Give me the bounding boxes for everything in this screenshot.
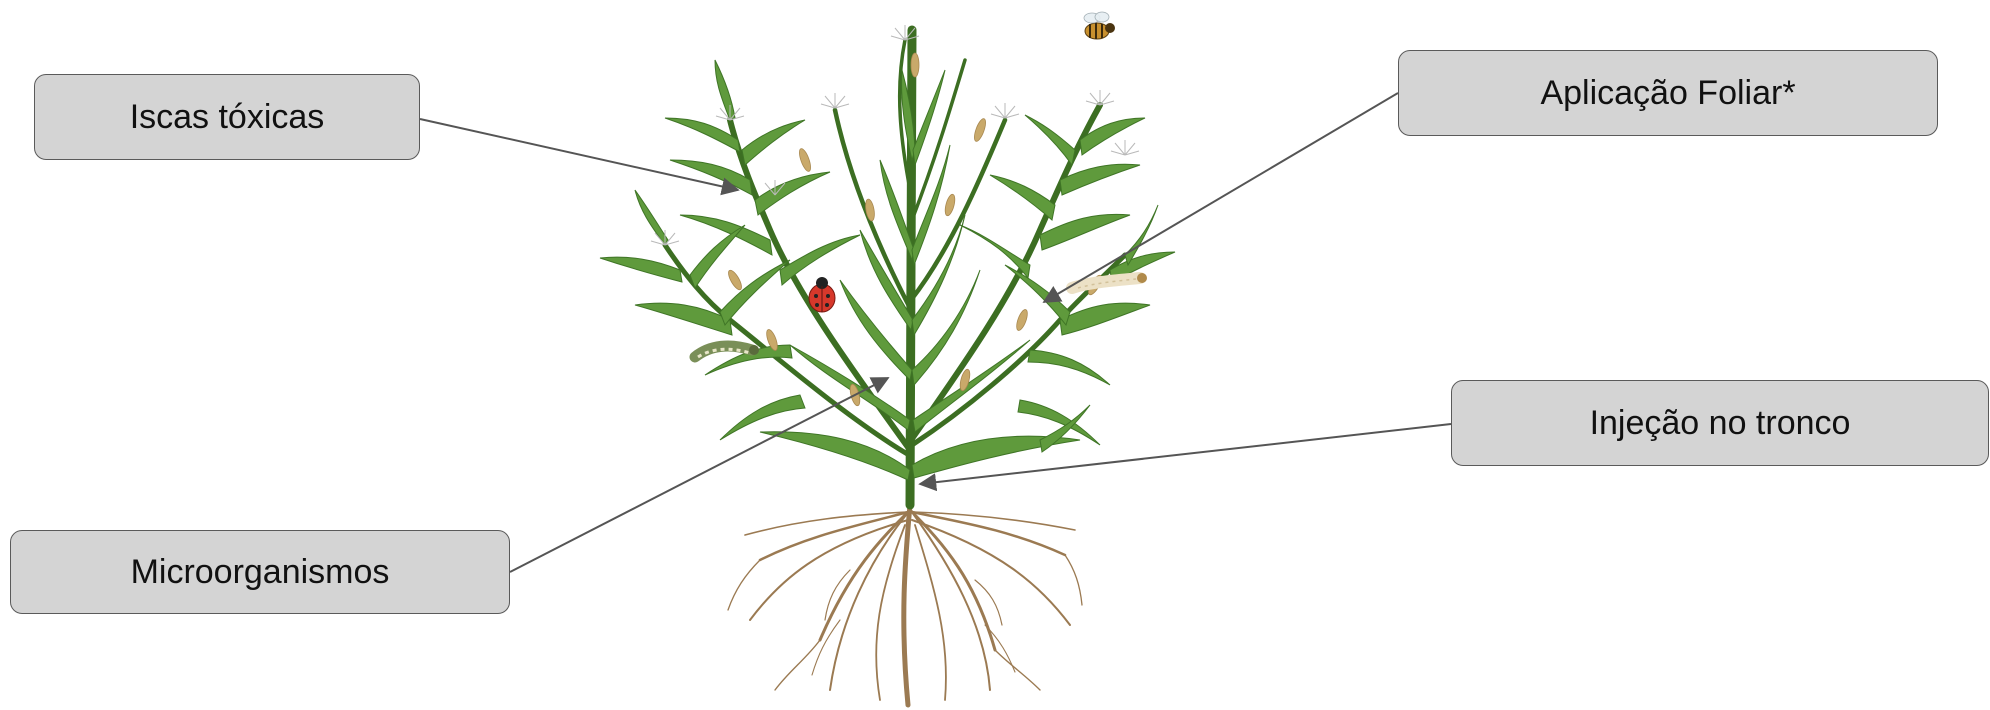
arrow-iscas	[420, 119, 738, 190]
plant-illustration	[600, 25, 1175, 705]
label-microorganismos: Microorganismos	[10, 530, 510, 614]
label-iscas-toxicas: Iscas tóxicas	[34, 74, 420, 160]
label-foliar-text: Aplicação Foliar*	[1540, 74, 1795, 113]
label-micro-text: Microorganismos	[131, 553, 390, 592]
roots	[728, 505, 1082, 705]
label-injecao-tronco: Injeção no tronco	[1451, 380, 1989, 466]
arrow-micro	[510, 378, 888, 572]
label-iscas-text: Iscas tóxicas	[130, 98, 325, 137]
larva-icon	[1072, 273, 1147, 288]
label-injecao-text: Injeção no tronco	[1590, 404, 1851, 443]
ladybug-icon	[809, 277, 835, 312]
label-aplicacao-foliar: Aplicação Foliar*	[1398, 50, 1938, 136]
connector-arrows	[420, 93, 1451, 572]
bee-icon	[1084, 12, 1115, 39]
arrow-foliar	[1044, 93, 1398, 302]
